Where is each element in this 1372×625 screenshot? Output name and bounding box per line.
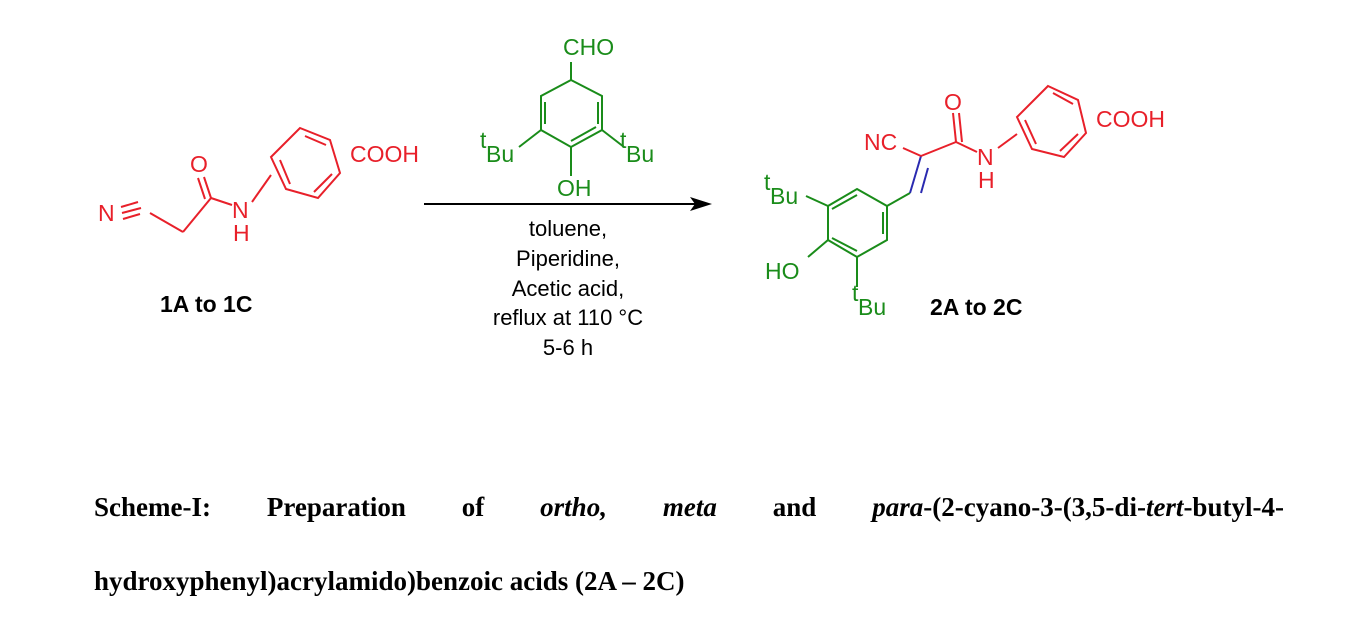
condition-line-4: reflux at 110 °C bbox=[493, 305, 643, 330]
caption-word: ortho, bbox=[540, 492, 607, 522]
reagent-tbu-left: Bu bbox=[486, 141, 514, 167]
caption-para: para bbox=[872, 492, 924, 522]
product-ho: HO bbox=[765, 258, 800, 284]
condition-line-3: Acetic acid, bbox=[512, 276, 625, 301]
reactant-cooh: COOH bbox=[350, 141, 419, 167]
scheme-caption-line-2: hydroxyphenyl)acrylamido)benzoic acids (… bbox=[94, 566, 685, 596]
reactant-amide-n: N bbox=[232, 197, 249, 223]
condition-line-2: Piperidine, bbox=[516, 246, 620, 271]
caption-word: of bbox=[461, 492, 485, 522]
caption-part: -(2-cyano-3-(3,5-di- bbox=[923, 492, 1146, 522]
caption-tert: tert bbox=[1145, 492, 1184, 522]
caption-word: and bbox=[772, 492, 817, 522]
reactant-oxygen: O bbox=[190, 151, 208, 177]
product-nc: NC bbox=[864, 129, 897, 155]
product-tbu-bottom: Bu bbox=[858, 294, 886, 320]
scheme-caption-line-1: Scheme-I: Preparation of ortho, meta and… bbox=[94, 492, 1284, 523]
reaction-conditions: toluene, Piperidine, Acetic acid, reflux… bbox=[493, 216, 643, 360]
reactant-amide-h: H bbox=[233, 220, 250, 246]
product-label: 2A to 2C bbox=[930, 294, 1022, 320]
reactant-label: 1A to 1C bbox=[160, 291, 252, 317]
caption-word: meta bbox=[662, 492, 717, 522]
product-amide-n: N bbox=[977, 144, 994, 170]
product-tbu-top: Bu bbox=[770, 183, 798, 209]
product-vinyl bbox=[909, 155, 929, 194]
product-tbu-top-t: t bbox=[764, 169, 771, 195]
caption-word: Scheme-I: bbox=[94, 492, 211, 522]
product-tbu-bottom-t: t bbox=[852, 280, 859, 306]
condition-line-5: 5-6 h bbox=[543, 335, 593, 360]
reagent-tbu-right: Bu bbox=[626, 141, 654, 167]
reagent-tbu-right-t: t bbox=[620, 127, 627, 153]
caption-part: -butyl-4- bbox=[1183, 492, 1284, 522]
reactant-nitrile-n: N bbox=[98, 200, 115, 226]
caption-compound-name: para-(2-cyano-3-(3,5-di-tert-butyl-4- bbox=[872, 492, 1284, 523]
reagent-oh: OH bbox=[557, 175, 592, 201]
reaction-arrow bbox=[424, 197, 712, 211]
reactant-structure bbox=[120, 126, 342, 233]
product-oxygen: O bbox=[944, 89, 962, 115]
reagent-structure bbox=[518, 62, 625, 176]
condition-line-1: toluene, bbox=[529, 216, 607, 241]
product-amide-h: H bbox=[978, 167, 995, 193]
reagent-tbu-left-t: t bbox=[480, 127, 487, 153]
product-phenol-ring bbox=[805, 187, 911, 287]
product-cooh: COOH bbox=[1096, 106, 1165, 132]
product-amide bbox=[902, 84, 1088, 159]
reagent-cho: CHO bbox=[563, 34, 614, 60]
caption-word: Preparation bbox=[266, 492, 406, 522]
